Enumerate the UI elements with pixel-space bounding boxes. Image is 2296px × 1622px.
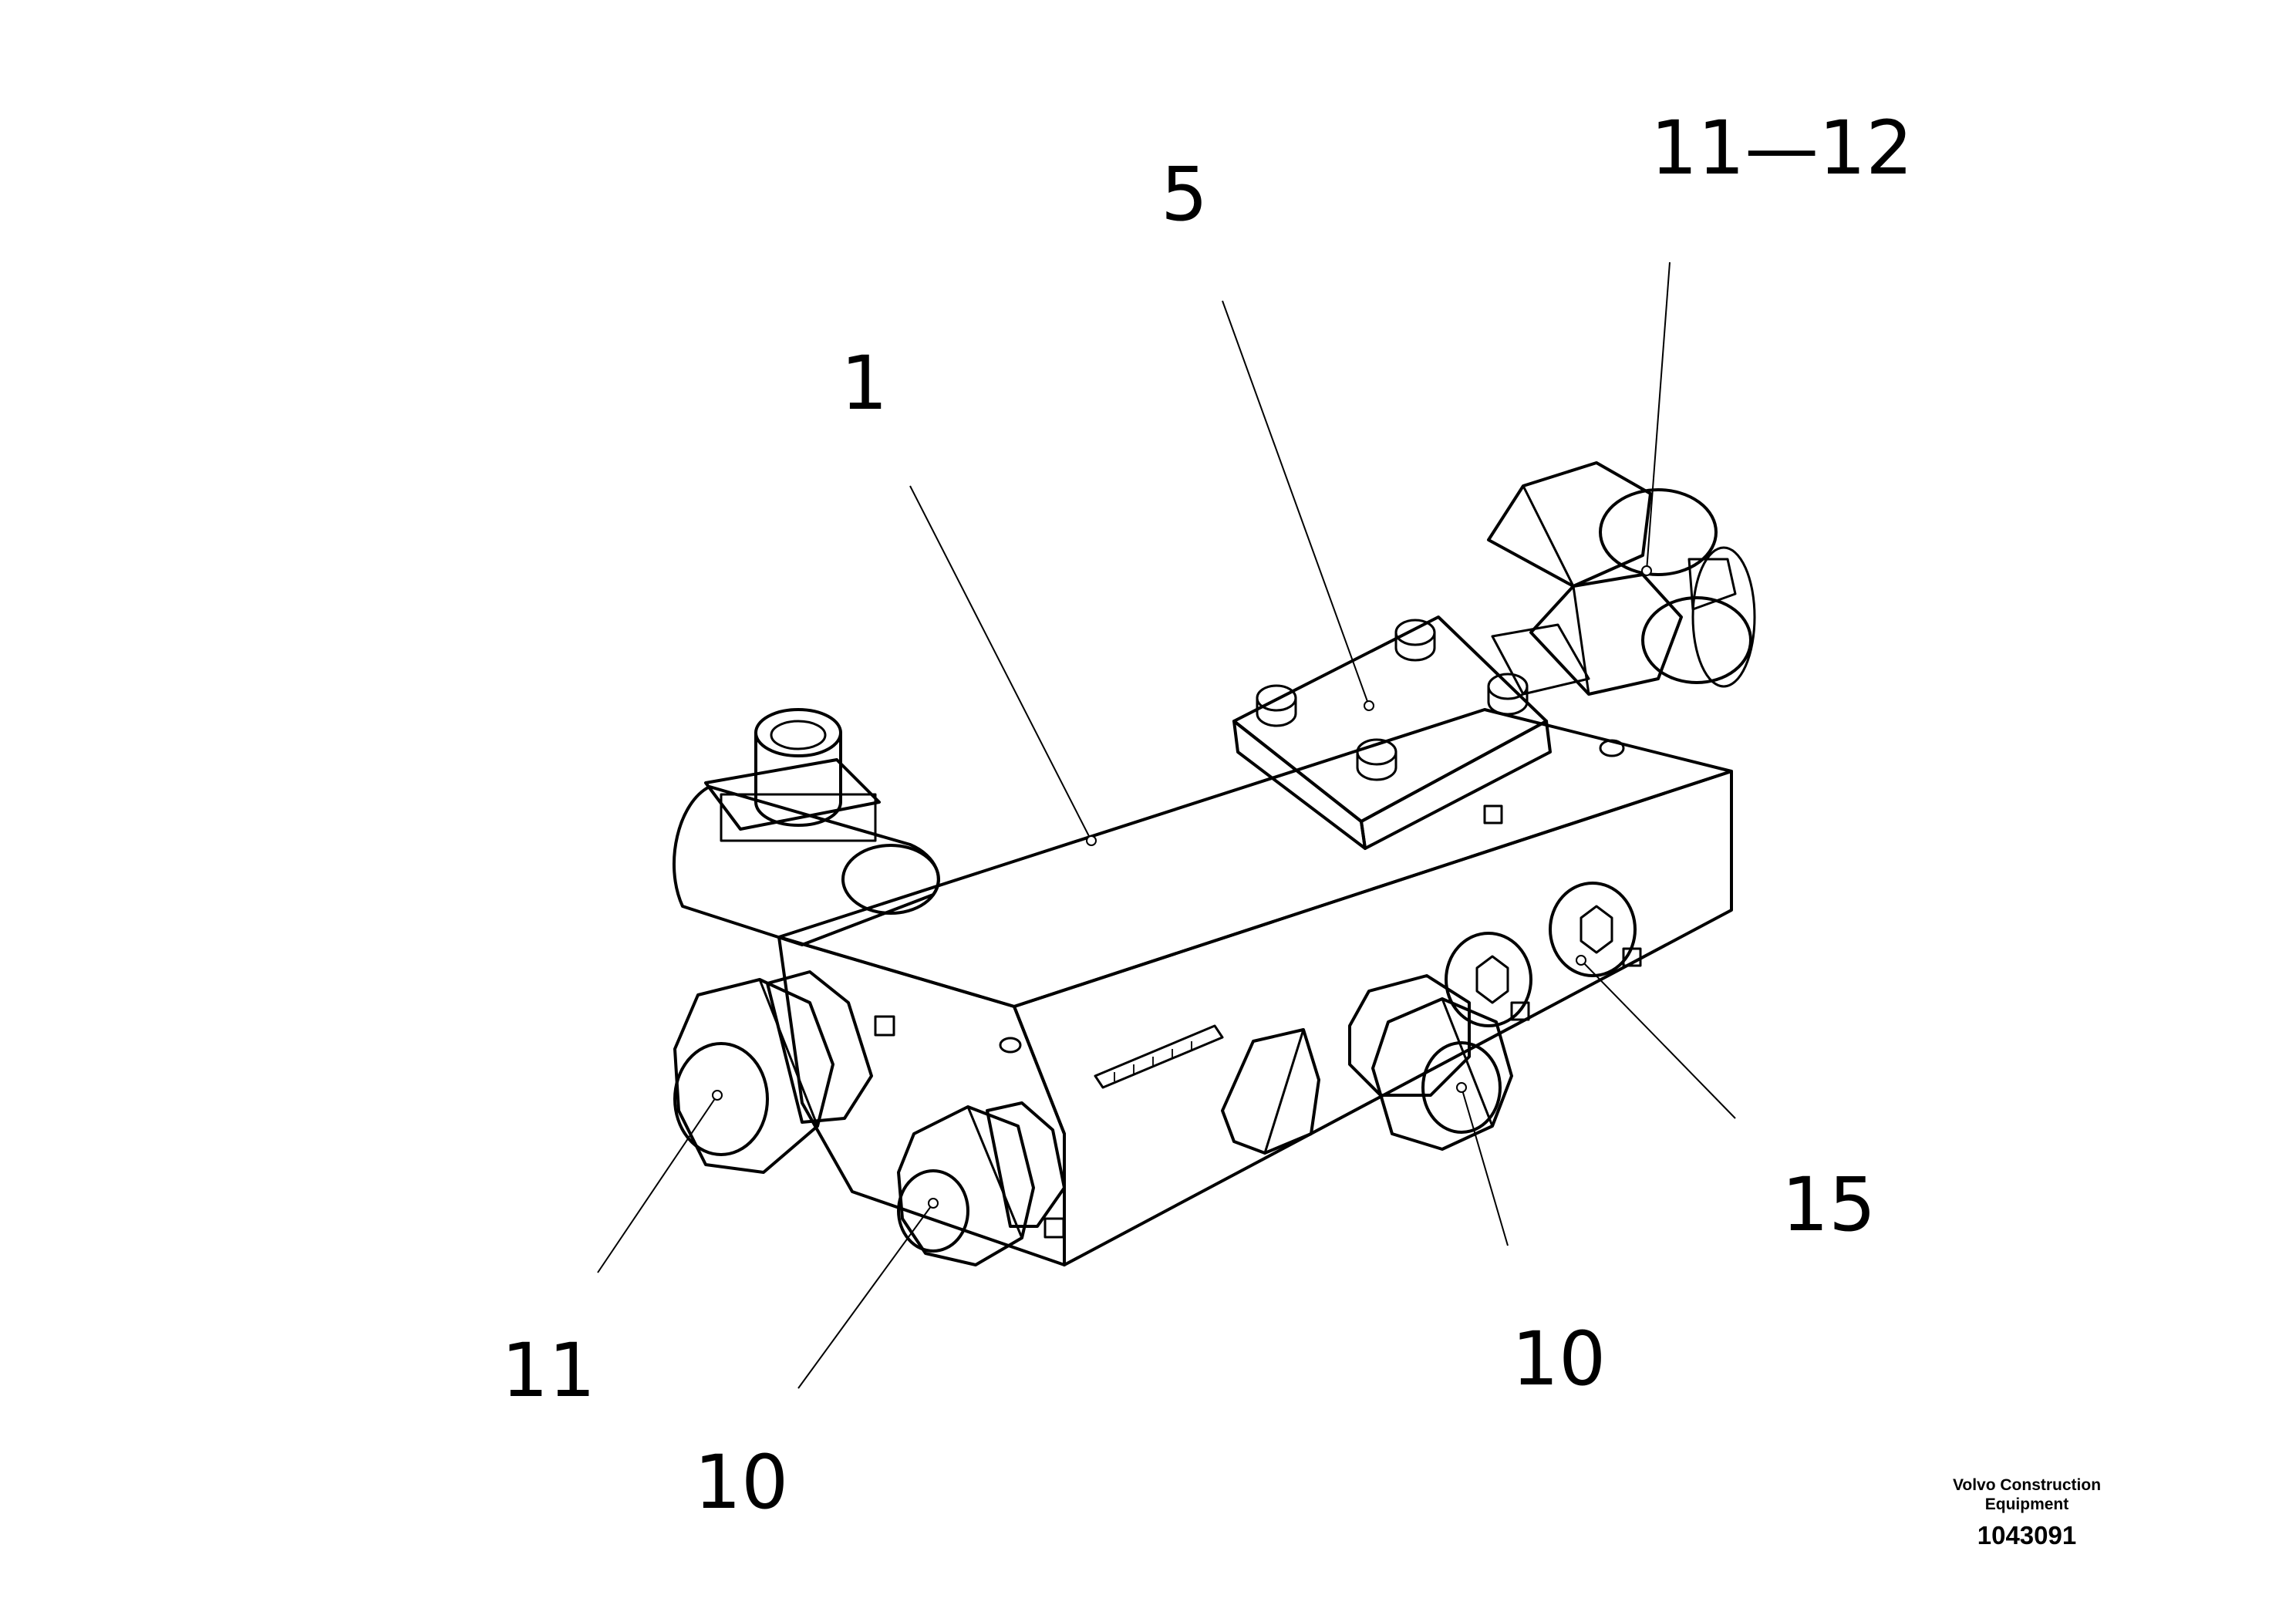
callout-10-left: 10 xyxy=(694,1439,788,1526)
callout-10-right: 10 xyxy=(1512,1316,1606,1402)
anchor-dot-11-12 xyxy=(1641,565,1652,576)
leader-10-right xyxy=(1461,1087,1509,1246)
cover-screw xyxy=(1256,684,1297,727)
leader-11-12 xyxy=(1646,261,1671,572)
hex-plug-center xyxy=(1221,1028,1320,1155)
anchor-dot-10-right xyxy=(1456,1082,1467,1093)
drawing-number: 1043091 xyxy=(1977,1521,2076,1549)
valve-block xyxy=(777,708,1733,1266)
leader-15 xyxy=(1580,959,1736,1119)
anchor-dot-10-left xyxy=(928,1198,939,1209)
leader-11 xyxy=(597,1094,718,1273)
leader-5 xyxy=(1222,300,1370,706)
footer-block: Volvo Construction Equipment 1043091 xyxy=(1953,1476,2101,1549)
cover-screw xyxy=(1487,673,1529,716)
anchor-dot-5 xyxy=(1364,700,1374,711)
callout-1: 1 xyxy=(841,340,888,427)
plug-large xyxy=(673,970,873,1174)
socket-plug-right xyxy=(1549,882,1637,977)
cover-screw xyxy=(1356,738,1397,781)
callout-15: 15 xyxy=(1782,1162,1876,1248)
company-name-line2: Equipment xyxy=(1985,1496,2069,1513)
leader-10-left xyxy=(797,1202,934,1389)
cover-plate xyxy=(1232,615,1552,850)
fitting-set-top-right xyxy=(1487,461,1756,696)
cover-screw xyxy=(1394,619,1436,662)
leader-lines xyxy=(597,261,1736,1389)
anchor-dot-1 xyxy=(1086,835,1097,846)
callout-5: 5 xyxy=(1161,151,1208,238)
anchor-dot-11 xyxy=(712,1090,723,1101)
plug-small-right xyxy=(1348,974,1513,1151)
socket-plug-middle xyxy=(1445,932,1532,1027)
solenoid-coil xyxy=(673,708,940,946)
callout-labels: 1 5 11—12 15 10 11 10 xyxy=(501,105,1913,1526)
plug-small-left xyxy=(897,1101,1066,1266)
company-name-line1: Volvo Construction xyxy=(1953,1476,2101,1494)
leader-1 xyxy=(909,485,1092,841)
callout-11: 11 xyxy=(501,1327,595,1414)
callout-11-12: 11—12 xyxy=(1650,105,1913,191)
anchor-dot-15 xyxy=(1576,955,1586,966)
